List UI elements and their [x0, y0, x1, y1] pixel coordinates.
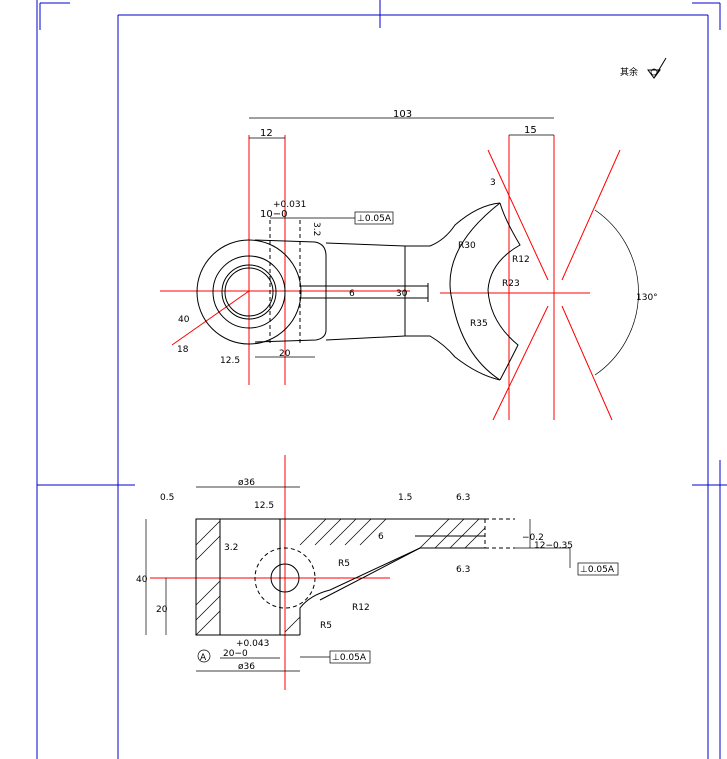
dim-d15: 1.5: [398, 493, 412, 503]
dim-d36-top: ø36: [238, 478, 255, 488]
general-roughness-note: 其余: [620, 57, 667, 79]
boss-ring: [212, 255, 286, 329]
tol-frame-bot: ⊥0.05A: [332, 653, 367, 663]
dim-thirty: 30: [396, 289, 408, 299]
dim-d18: 18: [177, 345, 189, 355]
note-text: 其余: [620, 66, 638, 78]
dim-r5a: R5: [338, 559, 350, 569]
dim-h40: 40: [136, 575, 148, 585]
dim-rough-63b: 6.3: [456, 565, 470, 575]
tol-b: 12−0.35: [534, 541, 573, 551]
dim-rough-32: 3.2: [224, 543, 238, 553]
section-view: ø36 0.5 12.5 3.2 40 20 +0.043 20−0 A ø36…: [136, 455, 619, 690]
dim-left-offset: 12: [260, 128, 273, 139]
dim-bore-nom: 10−0: [260, 209, 287, 220]
datum-a: A: [200, 653, 207, 663]
tol-a: −0.2: [522, 533, 544, 543]
dim-d36-bot: ø36: [238, 662, 255, 672]
dim-bore-tol: +0.031: [273, 200, 306, 210]
dim-angle: 130°: [636, 293, 658, 303]
dim-r35: R35: [470, 319, 488, 329]
dim-r23: R23: [502, 279, 520, 289]
dim-small-3: 3: [490, 178, 496, 188]
bore-inner: [224, 267, 274, 317]
dim-d05: 0.5: [160, 493, 174, 503]
dim-bore-nom: 20−0: [223, 649, 248, 659]
dim-r5b: R5: [320, 621, 332, 631]
dim-d6: 6: [378, 532, 384, 542]
tol-frame-top: ⊥0.05A: [357, 214, 392, 224]
dim-h20: 20: [156, 605, 168, 615]
sheet-border: [36, 0, 727, 759]
dim-bore-tol: +0.043: [236, 639, 269, 649]
dim-six: 6: [349, 289, 355, 299]
dim-r30: R30: [458, 241, 476, 251]
dim-d40: 40: [178, 315, 190, 325]
boss-outer: [196, 239, 302, 345]
tol-frame-right: ⊥0.05A: [580, 565, 615, 575]
dim-right-offset: 15: [524, 125, 537, 136]
dim-rough-125: 12.5: [254, 501, 274, 511]
bore-outer: [221, 264, 277, 320]
dim-rough-32: 3.2: [311, 222, 321, 236]
dim-r12: R12: [512, 255, 530, 265]
dim-rough-125: 12.5: [220, 356, 240, 366]
dim-rough-63a: 6.3: [456, 493, 470, 503]
dim-width-20: 20: [279, 349, 291, 359]
dim-r12: R12: [352, 603, 370, 613]
dim-overall: 103: [393, 109, 412, 120]
top-view: 103 12 15 +0.031 10−0 3.2 ⊥0.05A 3 R30 R…: [160, 109, 658, 421]
